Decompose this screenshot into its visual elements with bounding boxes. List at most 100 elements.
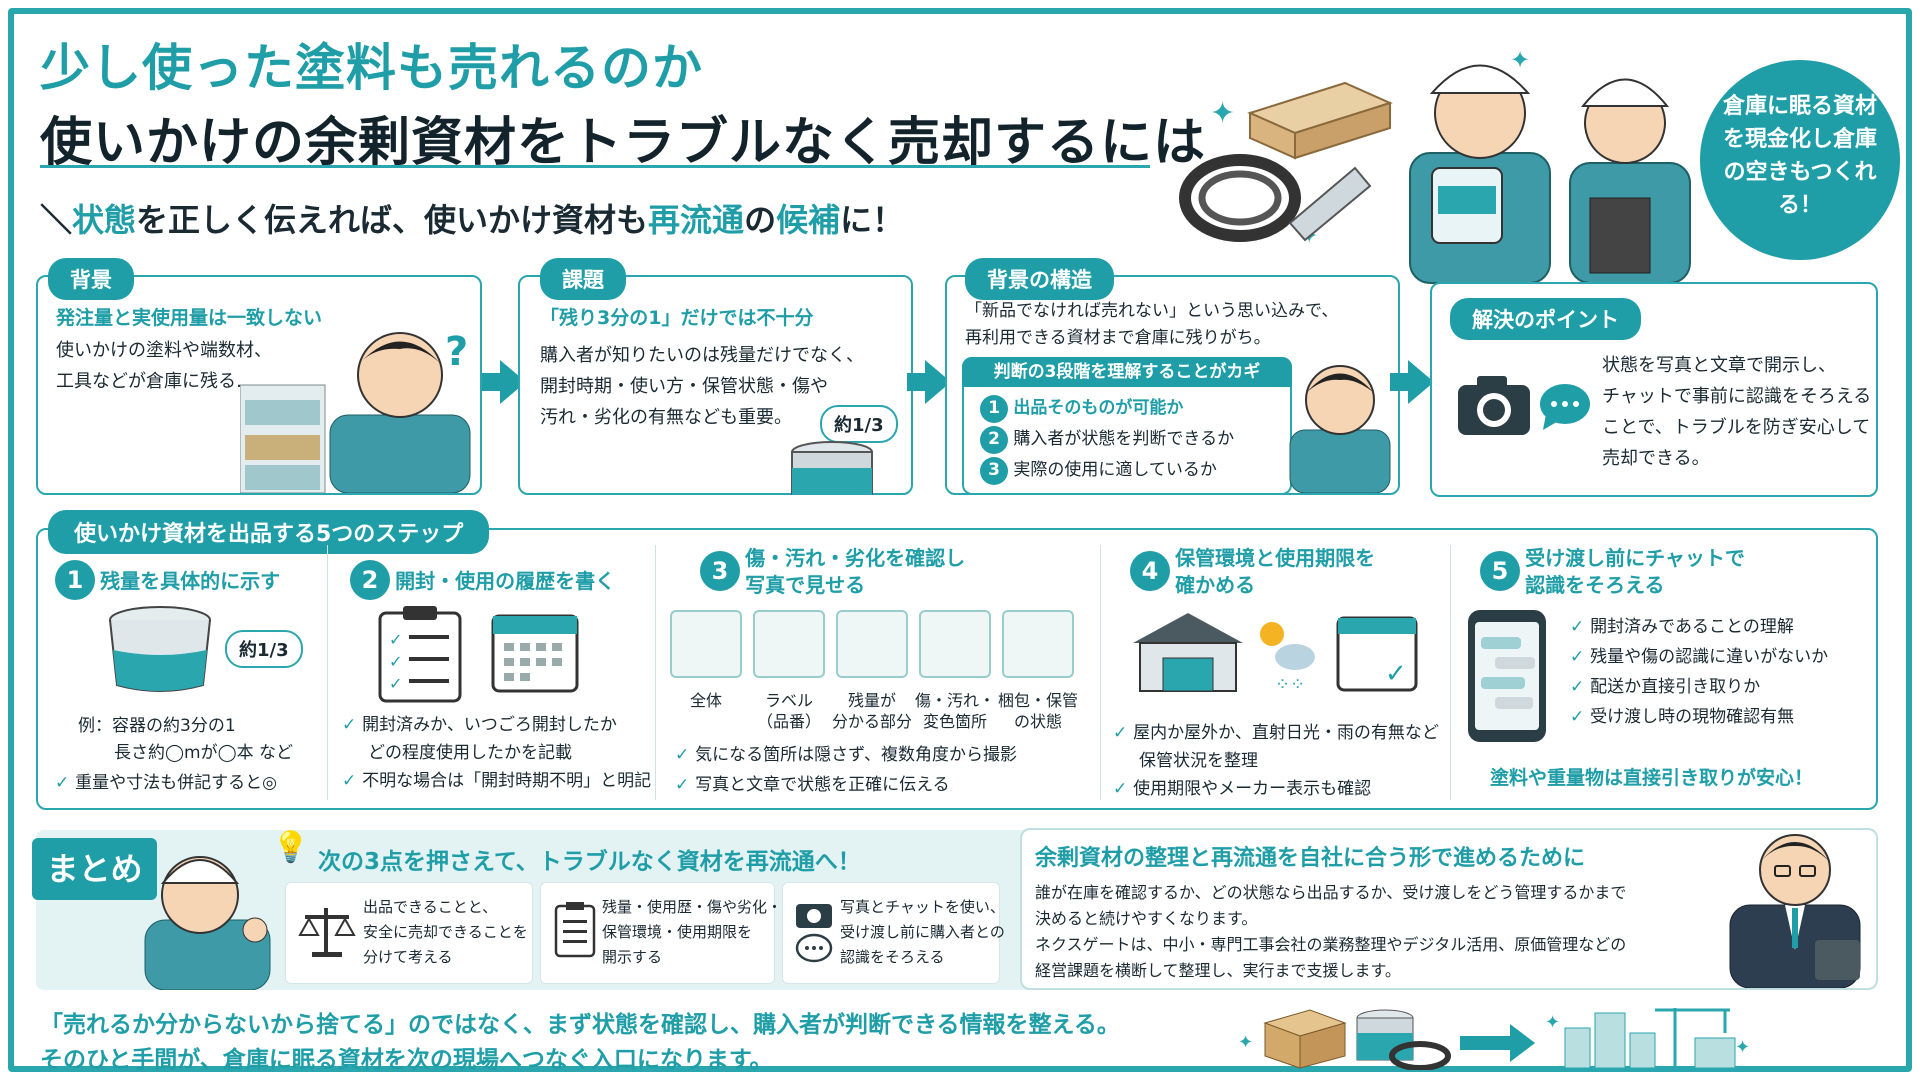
issue-heading: 「残り3分の1」だけでは不十分 [540, 307, 814, 329]
photo-caption: 残量が 分かる部分 [831, 691, 912, 731]
smartphone-chat-icon [1468, 610, 1546, 742]
svg-text:✦: ✦ [1238, 1032, 1253, 1053]
svg-text:✦: ✦ [1735, 1037, 1750, 1058]
crane-icon [1655, 1008, 1730, 1068]
scale-icon [298, 908, 356, 957]
camera-icon [1458, 376, 1530, 435]
title-line2: 使いかけの余剰資材をトラブルなく売却するには [40, 113, 1207, 173]
step-divider [327, 545, 328, 800]
svg-text:?: ? [445, 329, 468, 375]
page-frame [8, 8, 1912, 1072]
step3-checks: 気になる箇所は隠さず、複数角度から撮影写真と文章で状態を正確に伝える [675, 740, 1017, 800]
svg-text:✦: ✦ [1510, 46, 1530, 74]
footer-line2: そのひと手間が、倉庫に眠る資材を次の現場へつなぐ入口になります。 [40, 1047, 773, 1073]
photo-caption: 傷・汚れ・ 変色箇所 [914, 691, 995, 731]
thinking-worker-illustration: ? [240, 329, 471, 493]
step-divider [655, 545, 656, 800]
issue-body: 購入者が知りたいのは残量だけでなく、開封時期・使い方・保管状態・傷や汚れ・劣化の… [540, 345, 864, 428]
cardboard-box-icon [1263, 1009, 1347, 1069]
title-underline [40, 165, 1150, 168]
worker-woman-icon [1569, 78, 1691, 284]
subtitle: ＼状態を正しく伝えれば、使いかけ資材も再流通の候補に！ [40, 201, 905, 239]
photo-caption: ラベル （品番） [756, 691, 821, 731]
photo-damage-icon [919, 610, 991, 678]
svg-text:✓: ✓ [389, 674, 402, 693]
photo-overall-icon [670, 610, 742, 678]
worker-man-icon [1409, 64, 1551, 284]
summary-card-text: 出品できることと、安全に売却できることを分けて考える [363, 898, 528, 966]
company-heading: 余剰資材の整理と再流通を自社に合う形で進めるために [1035, 846, 1586, 871]
warehouse-icon [1133, 613, 1243, 692]
step2-checks: 開封済みか、いつごろ開封したかどの程度使用したかを記載不明な場合は「開封時期不明… [342, 710, 651, 796]
recirculation-illustration: ✦ ✦ ✦ [1238, 1008, 1750, 1070]
background-body: 使いかけの塗料や端数材、工具などが倉庫に残る… [56, 340, 272, 392]
summary-card [782, 882, 1000, 984]
step1-bubble: 約1/3 [225, 630, 303, 668]
title-line1: 少し使った塗料も売れるのか [40, 39, 703, 97]
camera-chat-icon [795, 904, 833, 963]
photo-caption: 全体 [689, 691, 722, 710]
background-heading: 発注量と実使用量は一致しない [56, 307, 323, 329]
svg-text:✓: ✓ [1385, 659, 1407, 689]
step-divider [1100, 545, 1101, 800]
weather-icon: ⁘⁘ [1260, 622, 1315, 692]
company-body: 誰が在庫を確認するか、どの状態なら出品するか、受け渡しをどう管理するかまで決める… [1035, 883, 1627, 980]
clipboard-checklist-icon: ✓ ✓ ✓ [378, 606, 462, 703]
summary-card-text: 残量・使用歴・傷や劣化・保管環境・使用期限を開示する [602, 898, 783, 966]
businessman-illustration [1729, 834, 1861, 988]
photo-package-icon [1002, 610, 1074, 678]
footer-line1: 「売れるか分からないから捨てる」のではなく、まず状態を確認し、購入者が判断できる… [40, 1012, 1120, 1038]
chat-bubble-icon [1540, 384, 1590, 430]
wood-planks-icon [1247, 81, 1393, 160]
helmet-worker-thumbs-up-illustration [144, 856, 271, 990]
calendar-icon [491, 614, 579, 693]
structure-tag: 背景の構造 [965, 258, 1114, 300]
svg-text:✦: ✦ [1545, 1012, 1560, 1033]
step2-title: 2 開封・使用の履歴を書く [350, 560, 615, 600]
svg-text:✓: ✓ [389, 630, 402, 649]
paint-bucket-icon [109, 606, 211, 692]
step5-title: 5 受け渡し前にチャットで認識をそろえる [1480, 545, 1745, 599]
step-divider [1450, 545, 1451, 800]
solution-body: 状態を写真と文章で開示し、チャットで事前に認識をそろえることで、トラブルを防ぎ安… [1602, 355, 1872, 469]
issue-tag: 課題 [540, 258, 626, 300]
summary-card-text: 写真とチャットを使い、受け渡し前に購入者との認識をそろえる [840, 898, 1005, 966]
structure-body: 「新品でなければ売れない」という思い込みで、再利用できる資材まで倉庫に残りがち。 [965, 301, 1339, 348]
structure-item: 1 出品そのものが可能か [980, 393, 1234, 424]
photo-label-icon [753, 610, 825, 678]
steps-header: 使いかけ資材を出品する5つのステップ [48, 510, 490, 554]
city-construction-icon [1564, 1012, 1736, 1069]
photo-remaining-icon [836, 610, 908, 678]
background-tag: 背景 [48, 258, 134, 300]
summary-heading: 次の3点を押さえて、トラブルなく資材を再流通へ！ [318, 849, 861, 875]
paint-can-icon [791, 441, 873, 495]
calendar-check-icon: ✓ [1336, 616, 1418, 692]
structure-item: 2 購入者が状態を判断できるか [980, 424, 1234, 455]
issue-remaining-bubble: 約1/3 [820, 405, 898, 443]
cable-coil-icon [1179, 154, 1301, 242]
hero-illustration: ✦ ✦ ✦ [1179, 46, 1691, 284]
cash-badge: 倉庫に眠る資材を現金化し倉庫の空きもつくれる！ [1700, 60, 1900, 260]
step4-title: 4 保管環境と使用期限を確かめる [1130, 545, 1375, 599]
structure-band: 判断の3段階を理解することがカギ [962, 357, 1292, 387]
photo-caption: 梱包・保管 の状態 [997, 691, 1078, 731]
step5-checks: 開封済みであることの理解 残量や傷の認識に違いがないか 配送か直接引き取りか 受… [1570, 612, 1828, 732]
pipe-icon [1288, 166, 1372, 242]
paint-can-coil-icon [1356, 1009, 1451, 1070]
solution-tag: 解決のポイント [1450, 298, 1641, 340]
svg-text:✓: ✓ [389, 652, 402, 671]
thinking-worker-small-illustration [1289, 365, 1391, 493]
flow-arrow-3 [1390, 360, 1434, 404]
step3-title: 3 傷・汚れ・劣化を確認し写真で見せる [700, 545, 965, 599]
structure-items: 1 出品そのものが可能か 2 購入者が状態を判断できるか 3 実際の使用に適して… [980, 393, 1234, 486]
svg-text:✦: ✦ [1210, 96, 1235, 131]
step1-check: 重量や寸法も併記すると◎ [55, 768, 277, 798]
step4-checks: 屋内か屋外か、直射日光・雨の有無など保管状況を整理使用期限やメーカー表示も確認 [1113, 718, 1439, 804]
structure-item: 3 実際の使用に適しているか [980, 455, 1234, 486]
clipboard-icon [554, 902, 596, 958]
lightbulb-icon: 💡 [272, 830, 310, 865]
step5-note: 塗料や重量物は直接引き取りが安心！ [1490, 767, 1814, 789]
summary-tag: まとめ [32, 838, 157, 900]
svg-text:⁘⁘: ⁘⁘ [1275, 674, 1305, 692]
